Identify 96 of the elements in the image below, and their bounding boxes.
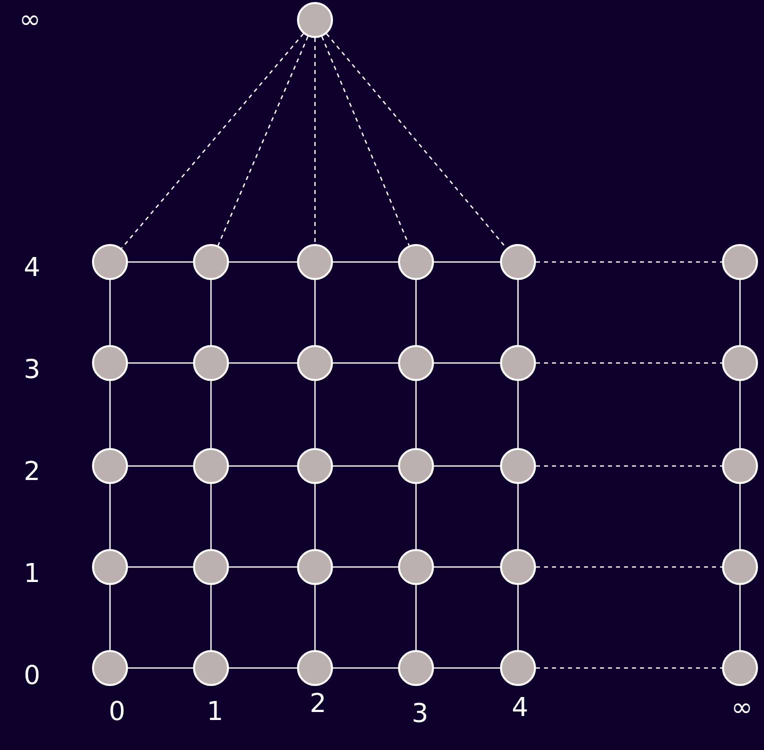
vertex-circle — [722, 549, 758, 585]
vertex-circle — [500, 448, 536, 484]
edge-line — [128, 566, 193, 568]
vertex-circle — [297, 650, 333, 686]
edge-line — [739, 381, 741, 448]
vertex-circle — [297, 549, 333, 585]
edge-line — [739, 280, 741, 345]
edge-line — [210, 484, 212, 549]
edge-line — [415, 585, 417, 650]
vertex-circle — [92, 244, 128, 280]
edge-line — [314, 280, 316, 345]
axis-label: 3 — [412, 701, 428, 727]
vertex-circle — [398, 650, 434, 686]
edge-line — [333, 362, 398, 364]
edge-line — [415, 381, 417, 448]
edge-line — [333, 667, 398, 669]
edge-line — [109, 280, 111, 345]
axis-label: 1 — [206, 699, 224, 725]
vertex-circle — [722, 345, 758, 381]
vertex-circle — [193, 549, 229, 585]
dashed-edge — [121, 33, 304, 249]
edge-line — [739, 585, 741, 650]
edge-line — [128, 667, 193, 669]
vertex-circle — [297, 345, 333, 381]
edge-line — [434, 261, 500, 263]
edge-line — [333, 261, 398, 263]
edge-line — [109, 484, 111, 549]
edge-line — [229, 261, 297, 263]
axis-label: 2 — [24, 459, 40, 485]
vertex-circle — [500, 650, 536, 686]
edge-line — [333, 566, 398, 568]
edge-line — [210, 585, 212, 650]
dashed-edge — [536, 465, 722, 467]
vertex-circle — [193, 650, 229, 686]
vertex-circle — [500, 549, 536, 585]
vertex-circle — [297, 2, 333, 38]
axis-label: 1 — [24, 561, 40, 587]
edge-line — [229, 566, 297, 568]
vertex-circle — [92, 650, 128, 686]
edge-line — [128, 261, 193, 263]
axis-label: ∞ — [731, 695, 753, 721]
edge-line — [314, 484, 316, 549]
axis-label: ∞ — [19, 7, 41, 33]
vertex-circle — [722, 650, 758, 686]
axis-label: 4 — [512, 695, 528, 721]
axis-label: 4 — [24, 255, 40, 281]
vertex-circle — [500, 345, 536, 381]
dashed-edge — [536, 566, 722, 568]
dashed-edge — [314, 38, 316, 244]
edge-line — [415, 280, 417, 345]
dashed-edge — [536, 261, 722, 263]
dashed-edge — [218, 36, 308, 246]
edge-line — [517, 484, 519, 549]
vertex-circle — [722, 244, 758, 280]
vertex-circle — [500, 244, 536, 280]
axis-label: 0 — [24, 663, 40, 689]
edge-line — [434, 667, 500, 669]
vertex-circle — [193, 345, 229, 381]
axis-label: 0 — [108, 699, 126, 725]
vertex-circle — [297, 448, 333, 484]
edge-line — [128, 362, 193, 364]
edge-line — [210, 280, 212, 345]
edge-line — [210, 381, 212, 448]
dashed-edge — [536, 667, 722, 669]
vertex-circle — [193, 244, 229, 280]
vertex-circle — [398, 448, 434, 484]
vertex-circle — [398, 345, 434, 381]
vertex-circle — [398, 244, 434, 280]
edge-line — [434, 362, 500, 364]
vertex-circle — [297, 244, 333, 280]
edge-line — [517, 585, 519, 650]
edge-line — [229, 667, 297, 669]
vertex-circle — [193, 448, 229, 484]
edge-line — [229, 362, 297, 364]
edge-line — [109, 585, 111, 650]
vertex-circle — [722, 448, 758, 484]
vertex-circle — [398, 549, 434, 585]
vertex-circle — [92, 345, 128, 381]
dashed-edge — [536, 362, 722, 364]
edge-line — [739, 484, 741, 549]
axis-label: 3 — [24, 357, 40, 383]
edge-line — [314, 585, 316, 650]
edge-line — [517, 381, 519, 448]
vertex-circle — [92, 448, 128, 484]
edge-line — [517, 280, 519, 345]
axis-label: 2 — [310, 691, 326, 717]
dashed-edge — [321, 36, 410, 246]
edge-line — [229, 465, 297, 467]
edge-line — [415, 484, 417, 549]
edge-line — [128, 465, 193, 467]
edge-line — [434, 566, 500, 568]
edge-line — [333, 465, 398, 467]
edge-line — [314, 381, 316, 448]
vertex-circle — [92, 549, 128, 585]
edge-line — [434, 465, 500, 467]
edge-line — [109, 381, 111, 448]
